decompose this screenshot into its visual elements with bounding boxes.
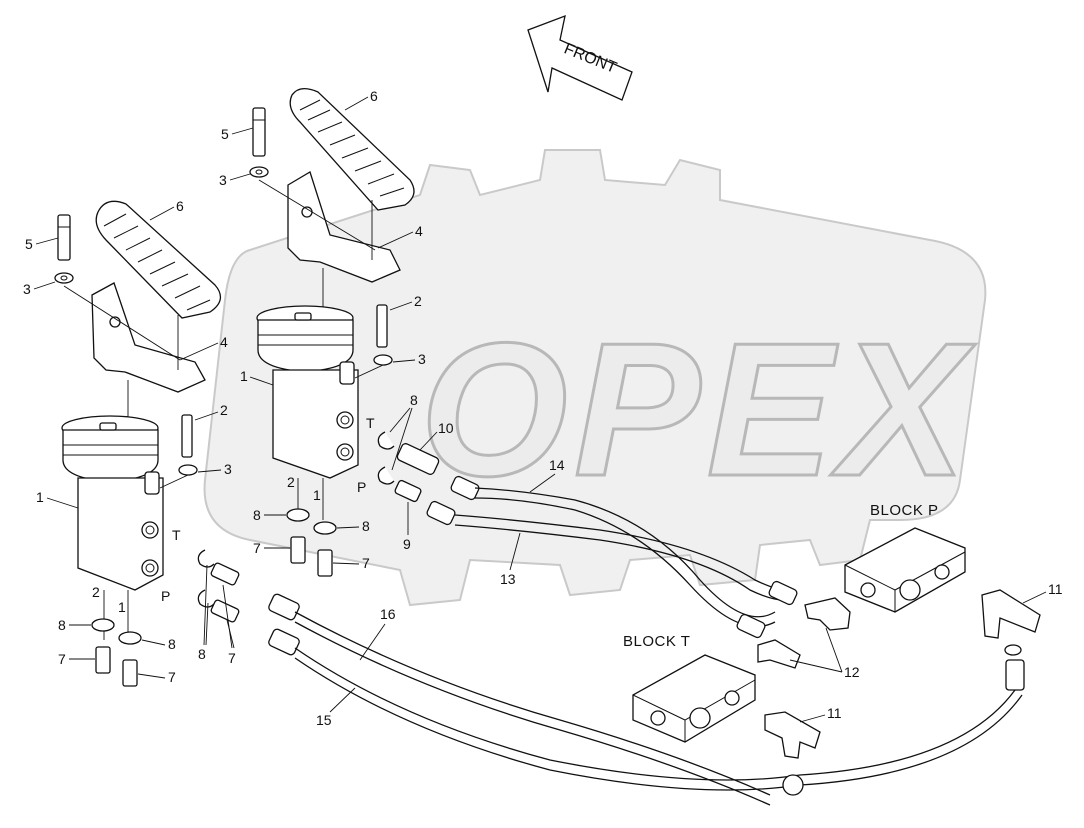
hose-16	[294, 611, 771, 796]
port-label-p-right: P	[357, 479, 366, 495]
callout-12: 12	[844, 664, 860, 680]
callout-15: 15	[316, 712, 332, 728]
callout-8-right-b: 8	[362, 518, 370, 534]
callout-4-left: 4	[220, 334, 228, 350]
callout-8-mid: 8	[198, 646, 206, 662]
fitting-7-left-a	[95, 646, 111, 674]
callout-7-right-b: 7	[362, 555, 370, 571]
bolt-2-right	[376, 304, 388, 348]
callout-7-mid: 7	[228, 650, 236, 666]
washer-3-left	[54, 272, 74, 284]
port-label-t-left: T	[172, 527, 181, 543]
fitting-7-right-b	[317, 549, 333, 577]
callouts: 6 5 3 4 6 5 3 4 2 3 2 3 1 1 2 1 2 1	[23, 88, 1063, 728]
callout-3-right: 3	[219, 172, 227, 188]
callout-2-left: 2	[220, 402, 228, 418]
elbow-11-upper	[981, 589, 1041, 639]
left-valve-fittings	[91, 549, 240, 687]
fitting-7-right-a	[290, 536, 306, 564]
oring-8-right-a	[286, 508, 310, 522]
callout-8-upper: 8	[410, 392, 418, 408]
fitting-7-mid-b	[210, 599, 240, 623]
callout-7-left-b: 7	[168, 669, 176, 685]
oring-8-left-b	[118, 631, 142, 645]
callout-5-left: 5	[25, 236, 33, 252]
callout-port1-left: 1	[118, 599, 126, 615]
callout-8-left-b: 8	[168, 636, 176, 652]
callout-10: 10	[438, 420, 454, 436]
callout-port2-right: 2	[287, 474, 295, 490]
callout-13: 13	[500, 571, 516, 587]
callout-port1-right: 1	[313, 487, 321, 503]
callout-3-left-lower: 3	[224, 461, 232, 477]
callout-14: 14	[549, 457, 565, 473]
callout-11-lower: 11	[827, 705, 842, 721]
callout-5-right: 5	[221, 126, 229, 142]
callout-6-left: 6	[176, 198, 184, 214]
port-label-p-left: P	[161, 588, 170, 604]
tee-12	[804, 597, 851, 631]
front-direction-arrow: FRONT	[527, 14, 633, 101]
hoses-upper	[426, 475, 798, 639]
block-p: BLOCK P	[757, 502, 1041, 669]
washer-3-left-lower	[178, 464, 198, 476]
hoses-lower	[268, 593, 1025, 806]
callout-16: 16	[380, 606, 396, 622]
valve-1-left	[61, 414, 198, 640]
callout-4-right: 4	[415, 223, 423, 239]
port-label-t-right: T	[366, 415, 375, 431]
callout-7-right-a: 7	[253, 540, 261, 556]
fitting-7-mid-a	[210, 562, 240, 586]
block-p-label: BLOCK P	[870, 502, 939, 519]
valve-1-right	[256, 304, 393, 520]
washer-3-right	[249, 166, 269, 178]
oring-8-upper-a	[377, 431, 395, 450]
callout-7-left-a: 7	[58, 651, 66, 667]
callout-3-left: 3	[23, 281, 31, 297]
callout-3-right-lower: 3	[418, 351, 426, 367]
callout-port2-left: 2	[92, 584, 100, 600]
pedal-6-right	[289, 88, 415, 211]
callout-8-left-a: 8	[58, 617, 66, 633]
pedal-assembly-left	[54, 200, 222, 430]
callout-11-upper: 11	[1048, 581, 1063, 597]
front-arrow-shape	[527, 14, 633, 101]
bracket-4-left	[91, 282, 206, 393]
oring-8-upper-b	[377, 466, 395, 485]
oring-8-right-b	[313, 521, 337, 535]
washer-3-right-lower	[373, 354, 393, 366]
watermark-text: OPEX	[420, 304, 976, 516]
screw-5-right	[252, 107, 266, 157]
pedal-assembly-right	[249, 88, 415, 318]
block-t: BLOCK T	[623, 633, 821, 759]
callout-1-left-valve: 1	[36, 489, 44, 505]
adapter-10	[396, 443, 440, 475]
callout-9: 9	[403, 536, 411, 552]
callout-1-right-valve: 1	[240, 368, 248, 384]
pedal-6-left	[95, 200, 222, 319]
callout-2-right: 2	[414, 293, 422, 309]
elbow-11-lower	[764, 711, 821, 759]
adapter-9	[394, 479, 422, 503]
hose-14	[474, 487, 776, 618]
right-valve-fittings	[286, 431, 440, 577]
fitting-7-left-b	[122, 659, 138, 687]
callout-8-right-a: 8	[253, 507, 261, 523]
callout-6-right: 6	[370, 88, 378, 104]
bolt-2-left	[181, 414, 193, 458]
block-t-label: BLOCK T	[623, 633, 690, 650]
screw-5-left	[57, 214, 71, 261]
oring-8-left-a	[91, 618, 115, 632]
hose-13	[454, 514, 791, 591]
hose-15	[294, 647, 1016, 781]
